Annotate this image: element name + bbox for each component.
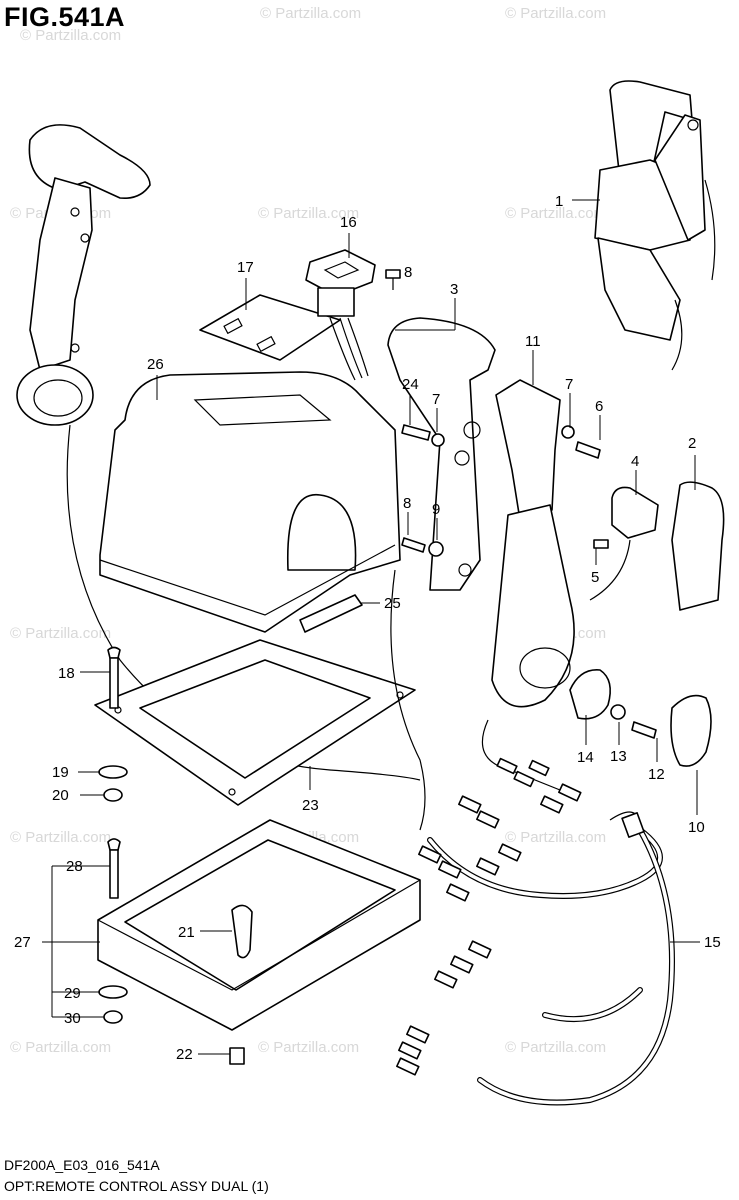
leader-lines (42, 199, 700, 1055)
callout-5: 5 (591, 569, 599, 586)
callout-1: 1 (555, 193, 563, 210)
callout-7a: 7 (565, 376, 573, 393)
fasteners (385, 269, 657, 739)
callout-3: 3 (450, 281, 458, 298)
watermark: © Partzilla.com (505, 829, 606, 846)
callout-13: 13 (610, 748, 627, 765)
left-control-lever (16, 124, 151, 426)
housing-cover (99, 371, 401, 633)
lever-knob (231, 904, 253, 959)
switch (305, 249, 376, 381)
callout-15: 15 (704, 934, 721, 951)
callout-28: 28 (66, 858, 83, 875)
clip (229, 1047, 245, 1065)
knob-parts (569, 669, 712, 767)
callout-19: 19 (52, 764, 69, 781)
callout-9: 9 (432, 501, 440, 518)
callout-4: 4 (631, 453, 639, 470)
callout-8a: 8 (404, 264, 412, 281)
callout-11: 11 (525, 333, 541, 350)
callouts: 1 2 3 4 5 6 7 7 8 8 9 10 11 12 13 14 15 … (14, 193, 721, 1063)
callout-24: 24 (402, 376, 419, 393)
callout-21: 21 (178, 924, 195, 941)
diagram-code: DF200A_E03_016_541A (4, 1157, 160, 1173)
callout-27: 27 (14, 934, 31, 951)
callout-10: 10 (688, 819, 705, 836)
watermark: © Partzilla.com (505, 5, 606, 22)
lever-arm (491, 379, 575, 708)
callout-22: 22 (176, 1046, 193, 1063)
callout-29: 29 (64, 985, 81, 1002)
mount-bolt-set (98, 646, 128, 802)
callout-6: 6 (595, 398, 603, 415)
watermark: © Partzilla.com (260, 5, 361, 22)
harness-connectors (396, 757, 645, 1076)
watermark: © Partzilla.com (10, 625, 111, 642)
grip-cover (671, 481, 725, 611)
watermark: © Partzilla.com (10, 1039, 111, 1056)
neutral-switch (589, 486, 659, 601)
callout-12: 12 (648, 766, 665, 783)
cable-clip (299, 594, 363, 633)
figure-title: FIG.541A (4, 2, 126, 32)
assembly-name: OPT:REMOTE CONTROL ASSY DUAL (1) (4, 1178, 269, 1194)
remote-control-unit (594, 80, 716, 371)
callout-14: 14 (577, 749, 594, 766)
callout-16: 16 (340, 214, 357, 231)
plate (199, 294, 341, 361)
bracket (387, 317, 496, 591)
watermark: © Partzilla.com (505, 1039, 606, 1056)
callout-18: 18 (58, 665, 75, 682)
callout-26: 26 (147, 356, 164, 373)
watermark: © Partzilla.com (10, 829, 111, 846)
watermark: © Partzilla.com (20, 27, 121, 44)
callout-17: 17 (237, 259, 254, 276)
gasket (94, 639, 416, 806)
watermark: © Partzilla.com (258, 205, 359, 222)
callout-20: 20 (52, 787, 69, 804)
base-frame (97, 819, 421, 1031)
watermark: © Partzilla.com (505, 205, 606, 222)
callout-7b: 7 (432, 391, 440, 408)
wire-harness (390, 569, 675, 1106)
callout-2: 2 (688, 435, 696, 452)
watermark: © Partzilla.com (258, 1039, 359, 1056)
callout-30: 30 (64, 1010, 81, 1027)
callout-8b: 8 (403, 495, 411, 512)
callout-25: 25 (384, 595, 401, 612)
callout-23: 23 (302, 797, 319, 814)
